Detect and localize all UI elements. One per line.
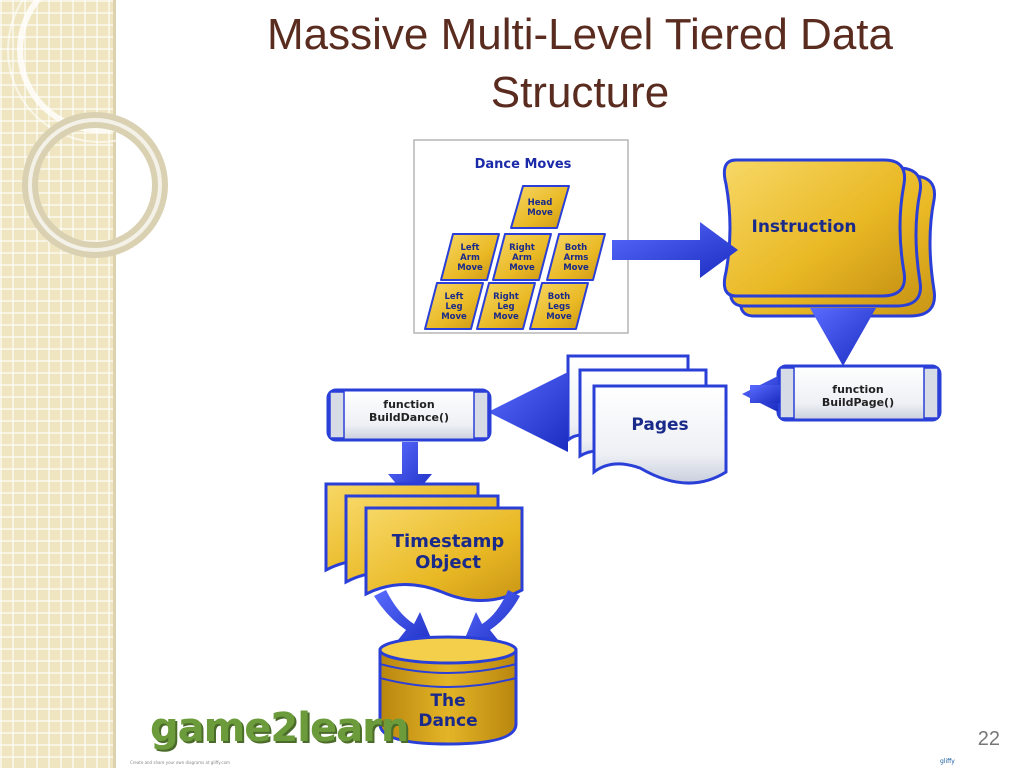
game2learn-logo: game2learn <box>150 705 409 751</box>
buildpage-line-2: BuildPage() <box>822 396 894 409</box>
left-arm-move-tile-label: Move <box>457 263 483 273</box>
both-arms-move-tile-label: Both <box>565 243 587 253</box>
the-dance-database: The Dance <box>378 635 518 746</box>
decorative-circles <box>7 0 193 258</box>
right-arm-move-tile-label: Move <box>509 263 535 273</box>
gliffy-watermark: gliffy <box>940 758 955 765</box>
both-legs-move-tile-label: Legs <box>548 302 570 312</box>
builddance-function-box: function BuildDance() <box>326 388 492 442</box>
dance-moves-panel: Dance Moves HeadMoveLeftArmMoveRightArmM… <box>413 139 629 334</box>
arrow-moves-to-instruction <box>612 222 738 278</box>
arrow-instruction-to-buildpage <box>810 308 876 366</box>
side-strip-edge <box>113 0 116 768</box>
both-arms-move-tile-label: Move <box>563 263 589 273</box>
dance-line-1: The <box>430 691 465 711</box>
instruction-label: Instruction <box>752 217 857 237</box>
dance-line-2: Dance <box>418 711 477 731</box>
buildpage-function-box: function BuildPage() <box>776 364 942 422</box>
both-legs-move-tile-label: Move <box>546 312 572 322</box>
page-number: 22 <box>977 728 1000 750</box>
instruction-stack: Instruction <box>722 158 937 318</box>
right-leg-move-tile-label: Leg <box>497 302 514 312</box>
pages-label: Pages <box>631 415 688 435</box>
right-arm-move-tile-label: Arm <box>512 253 532 263</box>
arrow-timestamp-to-dance-left <box>374 590 436 650</box>
left-leg-move-tile-label: Move <box>441 312 467 322</box>
buildpage-line-1: function <box>832 383 883 396</box>
left-arm-move-tile-label: Left <box>461 243 480 253</box>
left-leg-move-tile-label: Leg <box>445 302 462 312</box>
timestamp-line-2: Object <box>415 552 481 573</box>
dance-moves-grid: HeadMoveLeftArmMoveRightArmMoveBothArmsM… <box>424 185 606 330</box>
head-move-tile-label: Head <box>528 198 553 208</box>
arrow-timestamp-to-dance-right <box>460 590 520 650</box>
arrow-pages-to-builddance <box>488 372 568 452</box>
right-arm-move-tile-label: Right <box>509 243 535 253</box>
slide-title: Massive Multi-Level Tiered Data Structur… <box>266 10 893 117</box>
left-arm-move-tile-label: Arm <box>460 253 480 263</box>
builddance-line-2: BuildDance() <box>369 411 449 424</box>
head-move-tile-label: Move <box>527 208 553 218</box>
both-legs-move-tile-label: Both <box>548 292 570 302</box>
builddance-line-1: function <box>383 398 434 411</box>
timestamp-object-stack: Timestamp Object <box>324 482 524 602</box>
left-leg-move-tile-label: Left <box>445 292 464 302</box>
logo-caption: Create and share your own diagrams at gl… <box>130 760 230 765</box>
dance-moves-title: Dance Moves <box>475 157 572 172</box>
timestamp-line-1: Timestamp <box>392 531 505 552</box>
right-leg-move-tile-label: Right <box>493 292 519 302</box>
both-arms-move-tile-label: Arms <box>564 253 589 263</box>
pages-stack: Pages <box>566 354 728 485</box>
right-leg-move-tile-label: Move <box>493 312 519 322</box>
